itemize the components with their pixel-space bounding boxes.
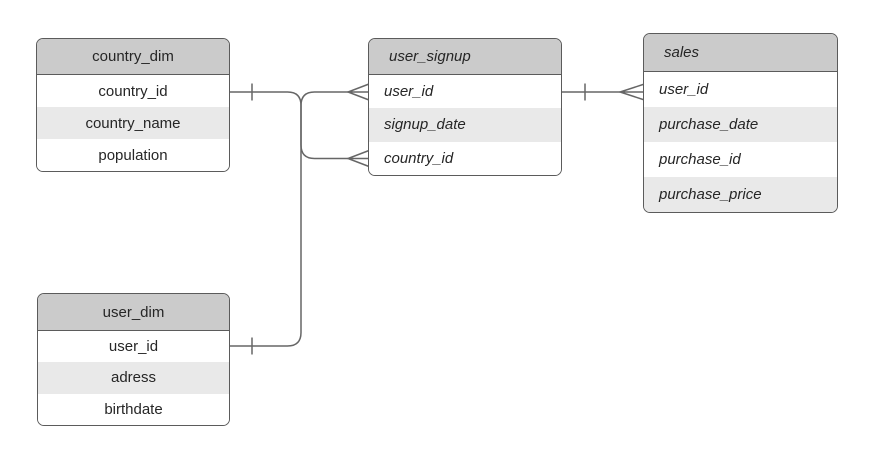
row-country-id: country_id <box>37 75 229 107</box>
row-adress: adress <box>38 362 229 394</box>
connector-line <box>230 91 348 347</box>
row-country-name: country_name <box>37 107 229 139</box>
entity-header: sales <box>644 34 837 72</box>
row-user-id: user_id <box>38 331 229 363</box>
row-birthdate: birthdate <box>38 393 229 425</box>
entity-sales[interactable]: sales user_id purchase_date purchase_id … <box>643 33 838 213</box>
row-country-id: country_id <box>369 141 561 175</box>
entity-rows: user_id signup_date country_id <box>369 75 561 175</box>
crows-foot-many-icon <box>617 83 645 101</box>
entity-header: country_dim <box>37 39 229 75</box>
entity-country-dim[interactable]: country_dim country_id country_name popu… <box>36 38 230 172</box>
entity-user-dim[interactable]: user_dim user_id adress birthdate <box>37 293 230 426</box>
entity-rows: user_id purchase_date purchase_id purcha… <box>644 72 837 212</box>
crows-foot-many-icon <box>345 149 370 168</box>
row-purchase-id: purchase_id <box>644 142 837 177</box>
entity-rows: country_id country_name population <box>37 75 229 171</box>
relationship-user-signup-to-sales[interactable] <box>562 83 645 101</box>
row-user-id: user_id <box>369 75 561 109</box>
entity-rows: user_id adress birthdate <box>38 331 229 425</box>
row-user-id: user_id <box>644 72 837 107</box>
relationship-user-dim-to-user-signup[interactable] <box>230 83 370 355</box>
entity-header: user_signup <box>369 39 561 75</box>
row-population: population <box>37 139 229 171</box>
crows-foot-many-icon <box>345 83 370 101</box>
row-purchase-date: purchase_date <box>644 107 837 142</box>
connector-line <box>230 91 348 160</box>
relationship-country-dim-to-user-signup[interactable] <box>230 83 370 168</box>
entity-user-signup[interactable]: user_signup user_id signup_date country_… <box>368 38 562 176</box>
entity-header: user_dim <box>38 294 229 331</box>
row-signup-date: signup_date <box>369 108 561 142</box>
row-purchase-price: purchase_price <box>644 177 837 212</box>
